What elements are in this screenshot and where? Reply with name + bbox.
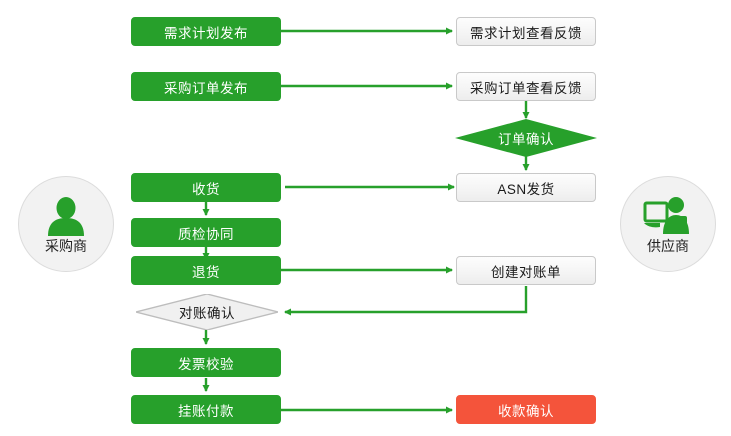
diamond-shape [455, 119, 597, 157]
node-label: 发票校验 [178, 356, 234, 372]
role-buyer-label: 采购商 [45, 237, 87, 254]
node-label: ASN发货 [497, 181, 555, 197]
role-buyer[interactable]: 采购商 [18, 176, 114, 272]
node-label: 质检协同 [178, 226, 234, 242]
edge-statement-to-confirm [284, 286, 528, 316]
node-invoice-verify[interactable]: 发票校验 [131, 348, 281, 377]
node-label: 创建对账单 [491, 264, 561, 280]
node-label: 收货 [192, 181, 220, 197]
node-demand-plan-publish[interactable]: 需求计划发布 [131, 17, 281, 46]
node-create-statement[interactable]: 创建对账单 [456, 256, 596, 285]
node-asn-shipment[interactable]: ASN发货 [456, 173, 596, 202]
node-label: 对账确认 [179, 306, 235, 321]
node-payment-posting[interactable]: 挂账付款 [131, 395, 281, 424]
node-label: 订单确认 [498, 132, 554, 147]
node-receipt-confirm[interactable]: 收款确认 [456, 395, 596, 424]
node-po-feedback[interactable]: 采购订单查看反馈 [456, 72, 596, 101]
role-supplier-label: 供应商 [647, 237, 689, 254]
node-label: 采购订单发布 [164, 80, 248, 96]
node-label: 收款确认 [498, 403, 554, 419]
node-po-publish[interactable]: 采购订单发布 [131, 72, 281, 101]
node-label: 采购订单查看反馈 [470, 80, 582, 96]
node-label: 退货 [192, 264, 220, 280]
node-label: 需求计划发布 [164, 25, 248, 41]
node-quality-collab[interactable]: 质检协同 [131, 218, 281, 247]
node-demand-plan-feedback[interactable]: 需求计划查看反馈 [456, 17, 596, 46]
person-at-computer-icon [643, 196, 689, 234]
node-goods-receipt[interactable]: 收货 [131, 173, 281, 202]
diamond-shape [136, 294, 278, 330]
node-order-confirm[interactable]: 订单确认 [455, 119, 597, 157]
node-label: 需求计划查看反馈 [470, 25, 582, 41]
person-icon [48, 196, 84, 236]
role-supplier[interactable]: 供应商 [620, 176, 716, 272]
node-label: 挂账付款 [178, 403, 234, 419]
node-statement-confirm[interactable]: 对账确认 [136, 294, 278, 330]
node-return-goods[interactable]: 退货 [131, 256, 281, 285]
